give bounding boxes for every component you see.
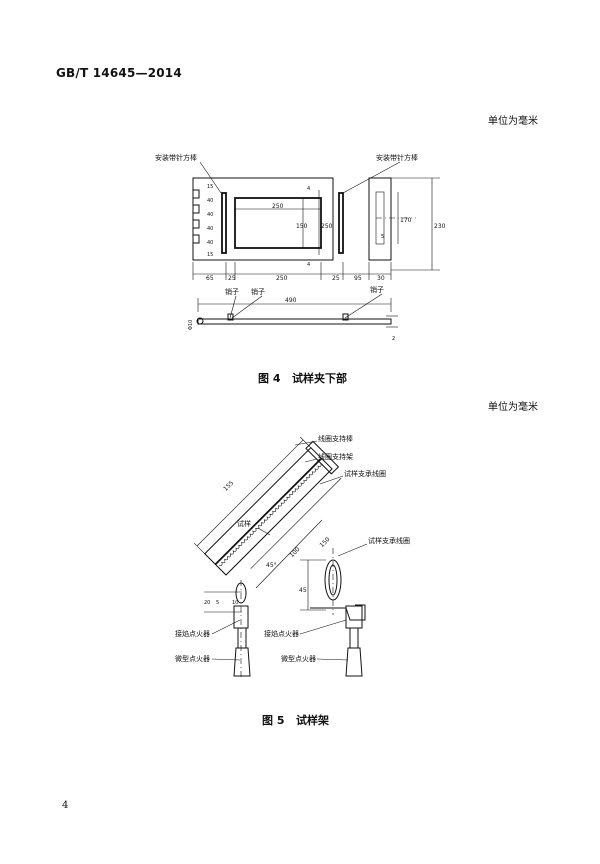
dim-230: 230 — [434, 223, 446, 230]
dim-250-bottom: 250 — [276, 275, 288, 282]
dim-5: 5 — [381, 234, 384, 240]
dim-170: 170 — [400, 217, 412, 224]
label-pin-2: 销子 — [251, 287, 265, 296]
dim-65: 65 — [206, 275, 214, 282]
dim-40d: 40 — [207, 240, 213, 246]
label-bar-left: 安装带针方棒 — [155, 153, 197, 162]
label-micro-igniter-mid: 微型点火器 — [281, 654, 316, 663]
figure-4-caption: 图 4 试样夹下部 — [258, 372, 347, 385]
dim-phi10: Φ10 — [188, 320, 194, 330]
label-coil-support-rod: 线圈支持棒 — [318, 434, 353, 443]
dim-45deg: 45° — [266, 562, 277, 569]
dim-250-mid: 250 — [321, 223, 333, 230]
dim-150: 150 — [318, 536, 331, 549]
figure-5-caption: 图 5 试样架 — [262, 714, 329, 727]
dim-30: 30 — [377, 275, 385, 282]
dim-4a: 4 — [307, 186, 310, 192]
label-specimen-coil-right: 试样支承线圈 — [368, 536, 410, 545]
dim-5: 5 — [216, 600, 219, 606]
dim-40b: 40 — [207, 212, 213, 218]
dim-25a: 25 — [228, 275, 236, 282]
dim-2: 2 — [392, 336, 395, 342]
units-note-fig4: 单位为毫米 — [488, 116, 538, 127]
dim-95: 95 — [354, 275, 362, 282]
dim-40a: 40 — [207, 198, 213, 204]
label-pin-3: 销子 — [370, 285, 384, 294]
dim-25b: 25 — [332, 275, 340, 282]
label-pilot-igniter-left: 接焰点火器 — [175, 629, 210, 638]
label-coil-support-frame: 线圈支持架 — [318, 452, 353, 461]
label-pilot-igniter-mid: 接焰点火器 — [264, 629, 299, 638]
dim-250-inner: 250 — [272, 203, 284, 210]
dim-45: 45 — [299, 587, 307, 594]
label-specimen: 试样 — [237, 519, 251, 528]
dim-155: 155 — [222, 479, 235, 492]
label-pin-1: 销子 — [225, 287, 239, 296]
label-micro-igniter-left: 微型点火器 — [175, 654, 210, 663]
page-number: 4 — [62, 800, 69, 811]
dim-150: 150 — [296, 223, 308, 230]
dim-4b: 4 — [307, 262, 310, 268]
standard-number: GB/T 14645—2014 — [56, 66, 182, 80]
label-bar-right: 安装带针方棒 — [376, 153, 418, 162]
dim-20: 20 — [204, 600, 210, 606]
dim-15a: 15 — [207, 184, 213, 190]
dim-490: 490 — [285, 297, 297, 304]
dim-15b: 15 — [207, 252, 213, 258]
dim-40c: 40 — [207, 226, 213, 232]
units-note-fig5: 单位为毫米 — [488, 402, 538, 413]
dim-10: 10 — [232, 600, 238, 606]
label-specimen-coil: 试样支承线圈 — [344, 469, 386, 478]
